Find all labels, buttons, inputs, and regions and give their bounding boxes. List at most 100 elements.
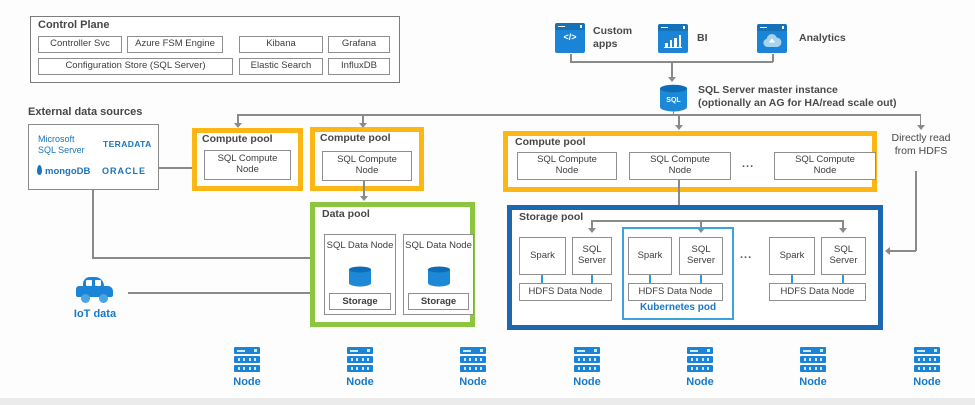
bracket-center-drop	[671, 61, 673, 77]
node-label: Node	[913, 376, 941, 388]
hdfs-note: Directly read from HDFS	[891, 132, 951, 158]
spark-box: Spark	[519, 237, 566, 275]
node-icon	[574, 347, 600, 372]
custom-apps-icon: </>	[555, 23, 585, 53]
compute-node: SQL Compute Node	[629, 152, 731, 180]
node-icon	[234, 347, 260, 372]
spark-box: Spark	[628, 237, 672, 275]
window-titlebar	[555, 23, 585, 30]
node-label: Node	[686, 376, 714, 388]
hdfs-data-node-box: HDFS Data Node	[769, 283, 866, 301]
service-azure-fsm-engine: Azure FSM Engine	[127, 36, 223, 53]
iot-car-icon	[76, 276, 114, 304]
master-instance-subtitle: (optionally an AG for HA/read scale out)	[698, 97, 897, 109]
oracle-logo: ORACLE	[102, 166, 146, 176]
sql-master-cylinder-icon: SQL	[660, 84, 687, 112]
external-to-datapool-line	[92, 257, 310, 259]
sql-data-node: SQL Data Node Storage	[403, 234, 474, 315]
node-icon	[460, 347, 486, 372]
drop-to-compute-pool-2	[362, 114, 364, 123]
spark-hdfs-connector	[791, 275, 793, 283]
storage-ellipsis: ...	[740, 249, 753, 261]
sql-data-node: SQL Data Node Storage	[324, 234, 396, 315]
compute-ellipsis: ...	[742, 158, 755, 170]
sqlserver-hdfs-connector	[842, 275, 844, 283]
hdfs-data-node-box: HDFS Data Node	[519, 283, 612, 301]
arrow-into-storagepool	[885, 247, 890, 255]
sql-server-box: SQL Server	[572, 237, 612, 275]
control-plane-title: Control Plane	[38, 19, 110, 31]
external-sources-title: External data sources	[28, 106, 143, 118]
data-pool-title: Data pool	[322, 208, 370, 220]
service-influxdb: InfluxDB	[328, 58, 390, 75]
hdfs-data-node-box: HDFS Data Node	[628, 283, 723, 301]
compute-node: SQL Compute Node	[322, 151, 412, 181]
window-titlebar	[757, 24, 787, 31]
teradata-logo: TERADATA	[103, 139, 152, 149]
arrow-into-sqlserver-2	[697, 228, 705, 233]
analytics-label: Analytics	[799, 32, 846, 44]
drop-to-compute-pool-1	[237, 114, 239, 123]
sqlserver-hdfs-connector	[700, 275, 702, 283]
node-label: Node	[799, 376, 827, 388]
node-icon	[914, 347, 940, 372]
code-glyph: </>	[563, 32, 577, 42]
compute-pool-1-title: Compute pool	[202, 133, 273, 145]
mongodb-logo: mongoDB	[45, 166, 91, 177]
arrow-to-hdfs-note	[916, 125, 925, 130]
arrow-into-compute-pool-1	[234, 123, 242, 128]
bottom-edge	[0, 398, 975, 405]
kubernetes-pod-label: Kubernetes pod	[639, 302, 717, 313]
bi-label: BI	[697, 32, 708, 44]
sql-server-box: SQL Server	[679, 237, 723, 275]
arrow-into-compute-pool-3	[675, 125, 683, 130]
drop-to-sqlserver-3	[842, 220, 844, 228]
node-icon	[800, 347, 826, 372]
node-label: Node	[346, 376, 374, 388]
bracket-right-tick	[772, 54, 774, 62]
distribution-line	[237, 114, 921, 116]
storage-pool-title: Storage pool	[519, 211, 584, 223]
external-sources-box	[28, 124, 159, 190]
arrow-into-sqlserver-3	[839, 228, 847, 233]
service-grafana: Grafana	[328, 36, 390, 53]
drop-to-compute-pool-3	[678, 114, 680, 125]
external-down-line	[92, 190, 94, 258]
master-to-line-connector	[672, 111, 674, 115]
storage-cylinder-icon	[349, 266, 371, 287]
mongodb-leaf-icon	[37, 165, 42, 175]
drop-to-sqlserver-1	[591, 220, 593, 228]
spark-hdfs-connector	[649, 275, 651, 283]
arrow-down-to-master	[668, 77, 676, 82]
hdfs-note-left-line	[890, 250, 916, 252]
hdfs-note-down-line	[915, 171, 917, 251]
drop-to-hdfs-note	[919, 114, 921, 125]
bracket-left-tick	[570, 54, 572, 62]
storage-label: Storage	[329, 293, 391, 310]
bar-chart-glyph	[664, 33, 682, 48]
compute-pool-2-title: Compute pool	[320, 132, 391, 144]
node-label: Node	[233, 376, 261, 388]
master-instance-title: SQL Server master instance	[698, 84, 838, 96]
service-kibana: Kibana	[239, 36, 323, 53]
compute-node: SQL Compute Node	[774, 152, 876, 180]
node-icon	[347, 347, 373, 372]
sql-cylinder-label: SQL	[666, 97, 681, 104]
service-configuration-store: Configuration Store (SQL Server)	[38, 58, 233, 75]
spark-hdfs-connector	[541, 275, 543, 283]
iot-to-datapool-line	[128, 292, 310, 294]
compute-pool-3-title: Compute pool	[515, 136, 586, 148]
bi-icon	[658, 24, 688, 53]
sql-server-box: SQL Server	[821, 237, 866, 275]
sqlserver-hdfs-connector	[591, 275, 593, 283]
microsoft-sql-server-logo: Microsoft SQL Server	[38, 134, 85, 155]
compute-node: SQL Compute Node	[204, 150, 291, 180]
spark-box: Spark	[769, 237, 815, 275]
analytics-icon	[757, 24, 787, 53]
compute3-to-storagepool-line	[678, 180, 680, 220]
compute-node: SQL Compute Node	[517, 152, 617, 180]
storage-splitter-line	[591, 220, 843, 222]
arrow-into-compute-pool-2	[359, 123, 367, 128]
node-icon	[687, 347, 713, 372]
